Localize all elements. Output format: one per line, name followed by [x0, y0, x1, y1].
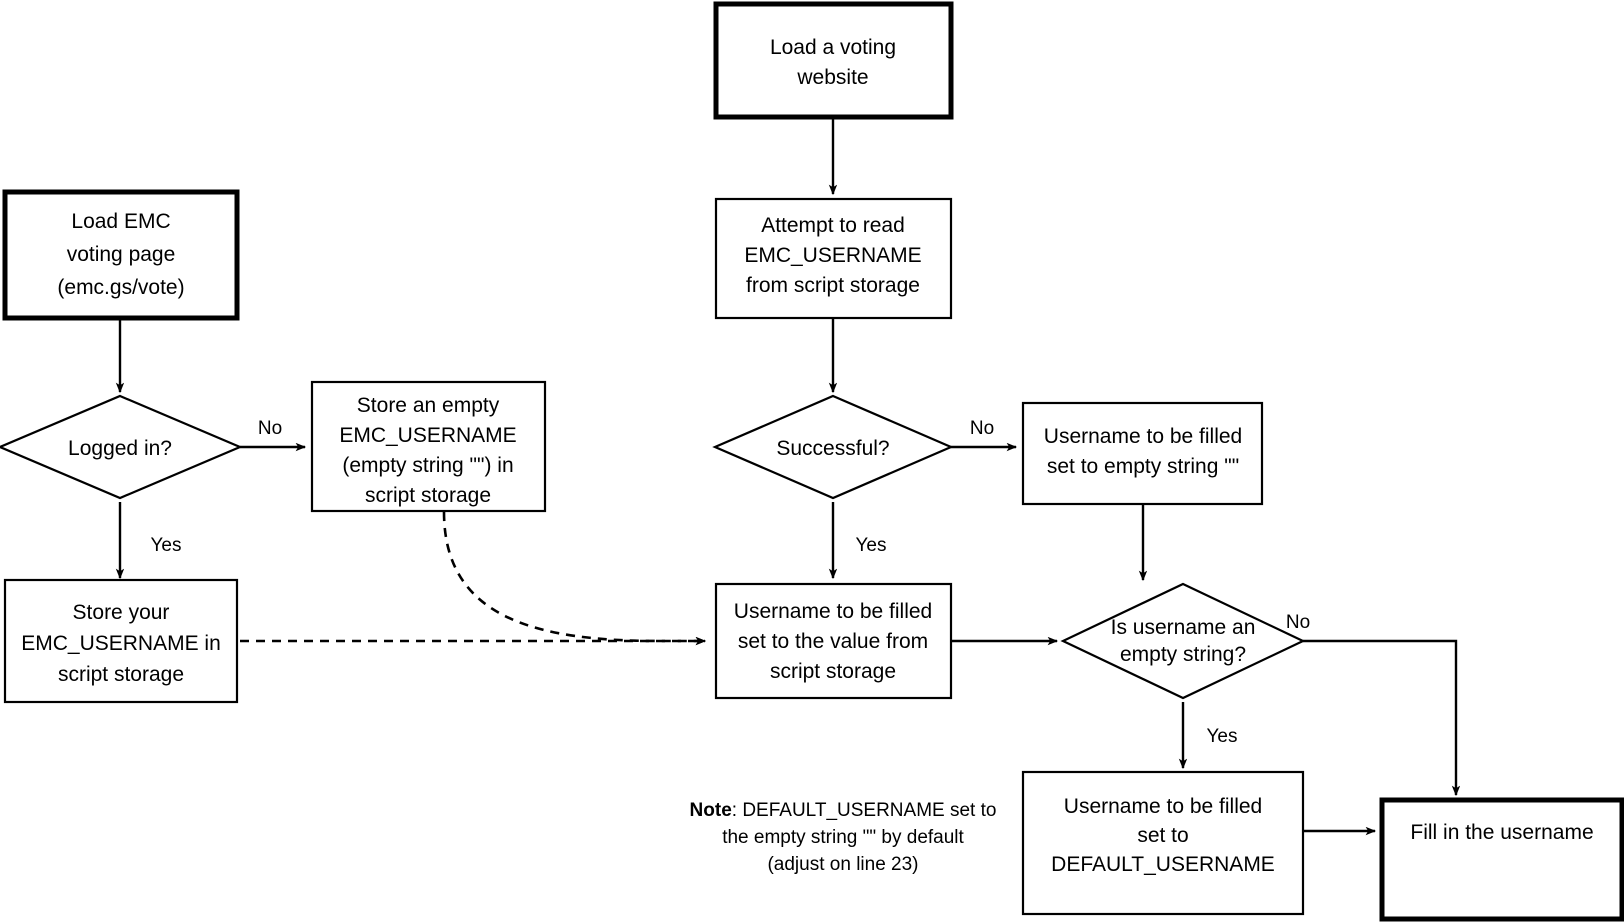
edge-label-successful-no: No: [970, 418, 994, 439]
node-successful-label: Successful?: [776, 437, 889, 460]
edge-label-successful-yes: Yes: [856, 535, 887, 556]
node-set-default-username-line-3: DEFAULT_USERNAME: [1051, 853, 1275, 876]
node-is-empty-string: Is username an empty string?: [1060, 582, 1306, 700]
node-logged-in-label: Logged in?: [68, 437, 172, 460]
node-store-your-username: Store your EMC_USERNAME in script storag…: [3, 578, 239, 704]
node-attempt-read-line-2: EMC_USERNAME: [744, 244, 921, 267]
note-block: Note: DEFAULT_USERNAME set to the empty …: [690, 800, 997, 875]
note-prefix: Note: [690, 800, 732, 821]
node-attempt-read: Attempt to read EMC_USERNAME from script…: [714, 197, 953, 320]
node-attempt-read-line-3: from script storage: [746, 274, 920, 297]
node-set-default-username-line-1: Username to be filled: [1064, 795, 1262, 818]
node-store-empty-username-line-2: EMC_USERNAME: [339, 424, 516, 447]
node-set-default-username-box: [1021, 770, 1305, 916]
edge-label-is-empty-no: No: [1286, 612, 1310, 633]
node-store-your-username-line-2: EMC_USERNAME in: [21, 632, 221, 655]
node-fill-username-box: [1379, 797, 1624, 922]
node-set-from-storage: Username to be filled set to the value f…: [714, 582, 953, 700]
edge-is-empty-no: [1303, 639, 1461, 797]
node-load-emc-voting-page-box: [2, 189, 240, 321]
note-line-2: the empty string "" by default: [722, 827, 964, 848]
node-store-your-username-box: [3, 578, 239, 704]
note-line-3: (adjust on line 23): [767, 854, 918, 875]
node-load-emc-voting-page: Load EMC voting page (emc.gs/vote): [2, 189, 240, 321]
node-store-empty-username-line-1: Store an empty: [357, 394, 500, 417]
node-set-empty-string-line-2: set to empty string "": [1047, 455, 1239, 478]
node-set-from-storage-line-3: script storage: [770, 660, 896, 683]
edge-label-logged-in-yes: Yes: [151, 535, 182, 556]
node-attempt-read-line-1: Attempt to read: [761, 214, 905, 237]
edge-label-is-empty-yes: Yes: [1207, 726, 1238, 747]
node-store-empty-username-line-3: (empty string "") in: [342, 454, 513, 477]
node-set-empty-string-line-1: Username to be filled: [1044, 425, 1242, 448]
node-store-your-username-line-1: Store your: [73, 601, 170, 624]
node-set-empty-string-box: [1021, 401, 1264, 506]
node-load-voting-website-line-2: website: [796, 66, 868, 89]
edge-store-empty-dashed: [442, 511, 707, 646]
node-set-empty-string: Username to be filled set to empty strin…: [1021, 401, 1264, 506]
node-successful: Successful?: [712, 394, 954, 500]
node-is-empty-string-line-1: Is username an: [1111, 616, 1256, 639]
node-load-emc-voting-page-line-2: voting page: [67, 243, 176, 266]
node-load-voting-website-line-1: Load a voting: [770, 36, 896, 59]
node-fill-username-label: Fill in the username: [1410, 821, 1593, 844]
node-fill-username: Fill in the username: [1379, 797, 1624, 922]
node-is-empty-string-shape: [1060, 582, 1306, 700]
node-logged-in: Logged in?: [0, 394, 243, 500]
node-store-empty-username-box: [310, 380, 547, 513]
node-store-empty-username: Store an empty EMC_USERNAME (empty strin…: [310, 380, 547, 513]
node-load-emc-voting-page-line-3: (emc.gs/vote): [57, 276, 184, 299]
node-attempt-read-box: [714, 197, 953, 320]
note-line-1-text: : DEFAULT_USERNAME set to: [732, 800, 997, 821]
node-set-from-storage-box: [714, 582, 953, 700]
node-load-voting-website-box: [713, 1, 954, 120]
node-set-default-username-line-2: set to: [1137, 824, 1188, 847]
node-load-voting-website: Load a voting website: [713, 1, 954, 120]
node-load-emc-voting-page-line-1: Load EMC: [71, 210, 170, 233]
node-store-empty-username-line-4: script storage: [365, 484, 491, 507]
node-store-your-username-line-3: script storage: [58, 663, 184, 686]
node-set-from-storage-line-2: set to the value from: [738, 630, 928, 653]
node-set-from-storage-line-1: Username to be filled: [734, 600, 932, 623]
node-set-default-username: Username to be filled set to DEFAULT_USE…: [1021, 770, 1305, 916]
node-is-empty-string-line-2: empty string?: [1120, 643, 1246, 666]
node-successful-shape: [712, 394, 954, 500]
note-line-1: Note: DEFAULT_USERNAME set to: [690, 800, 997, 821]
edge-label-logged-in-no: No: [258, 418, 282, 439]
node-logged-in-shape: [0, 394, 243, 500]
